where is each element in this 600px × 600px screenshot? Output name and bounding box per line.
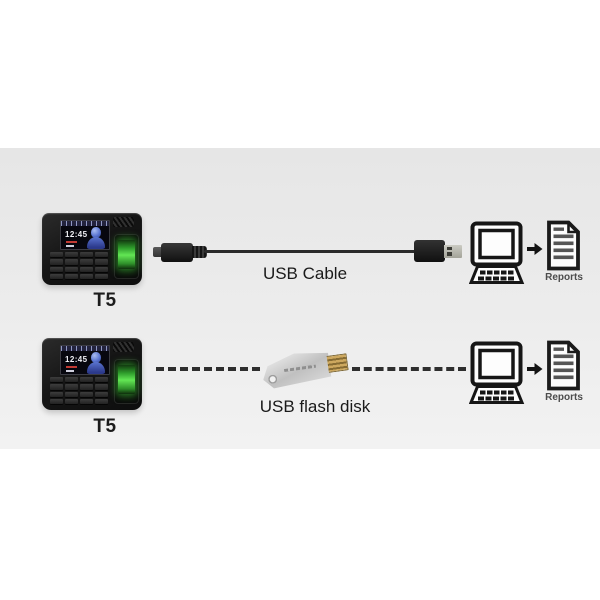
report-document-icon [547,220,580,271]
speaker-grille [113,217,134,227]
device-model-label: T5 [93,416,117,437]
mini-usb-body [161,242,193,262]
screen-statusbar [61,346,109,351]
face-photo [87,352,105,374]
reports-label: Reports [545,392,583,403]
face-photo [87,227,105,249]
device-screen: 12:45 [60,345,110,375]
fingerprint-glow [118,240,135,269]
device-screen: 12:45 [60,220,110,250]
arrow-right-icon [527,363,543,375]
screen-red-text [66,241,77,243]
usb-a-plug [414,240,462,262]
device-clock: 12:45 [65,355,88,364]
keypad [50,252,108,279]
t5-terminal: 12:45 [42,338,142,410]
desktop-computer-icon [469,341,525,404]
usb-a-plug-metal [444,244,462,258]
desktop-computer-icon [469,221,525,284]
fingerprint-sensor [114,234,139,279]
flash-disk-usb-contacts [326,353,349,373]
cable-strain-relief [192,246,207,258]
mini-usb-tip [153,247,162,257]
report-document-icon [547,340,580,391]
device-model-label: T5 [93,290,117,311]
screen-red-text [66,366,77,368]
dashed-link-right [352,367,466,371]
fingerprint-glow [118,365,135,394]
screen-white-text [66,245,74,247]
screen-white-text [66,370,74,372]
speaker-grille [113,342,134,352]
connection-label: USB Cable [262,264,348,283]
dashed-link-left [156,367,260,371]
keypad [50,377,108,404]
usb-a-plug-body [414,240,445,262]
connection-label: USB flash disk [259,397,371,416]
reports-label: Reports [545,272,583,283]
t5-terminal: 12:45 [42,213,142,285]
usb-cable-wire [204,250,417,253]
arrow-right-icon [527,243,543,255]
fingerprint-sensor [114,359,139,404]
screen-statusbar [61,221,109,226]
device-clock: 12:45 [65,230,88,239]
mini-usb-connector [153,242,207,262]
